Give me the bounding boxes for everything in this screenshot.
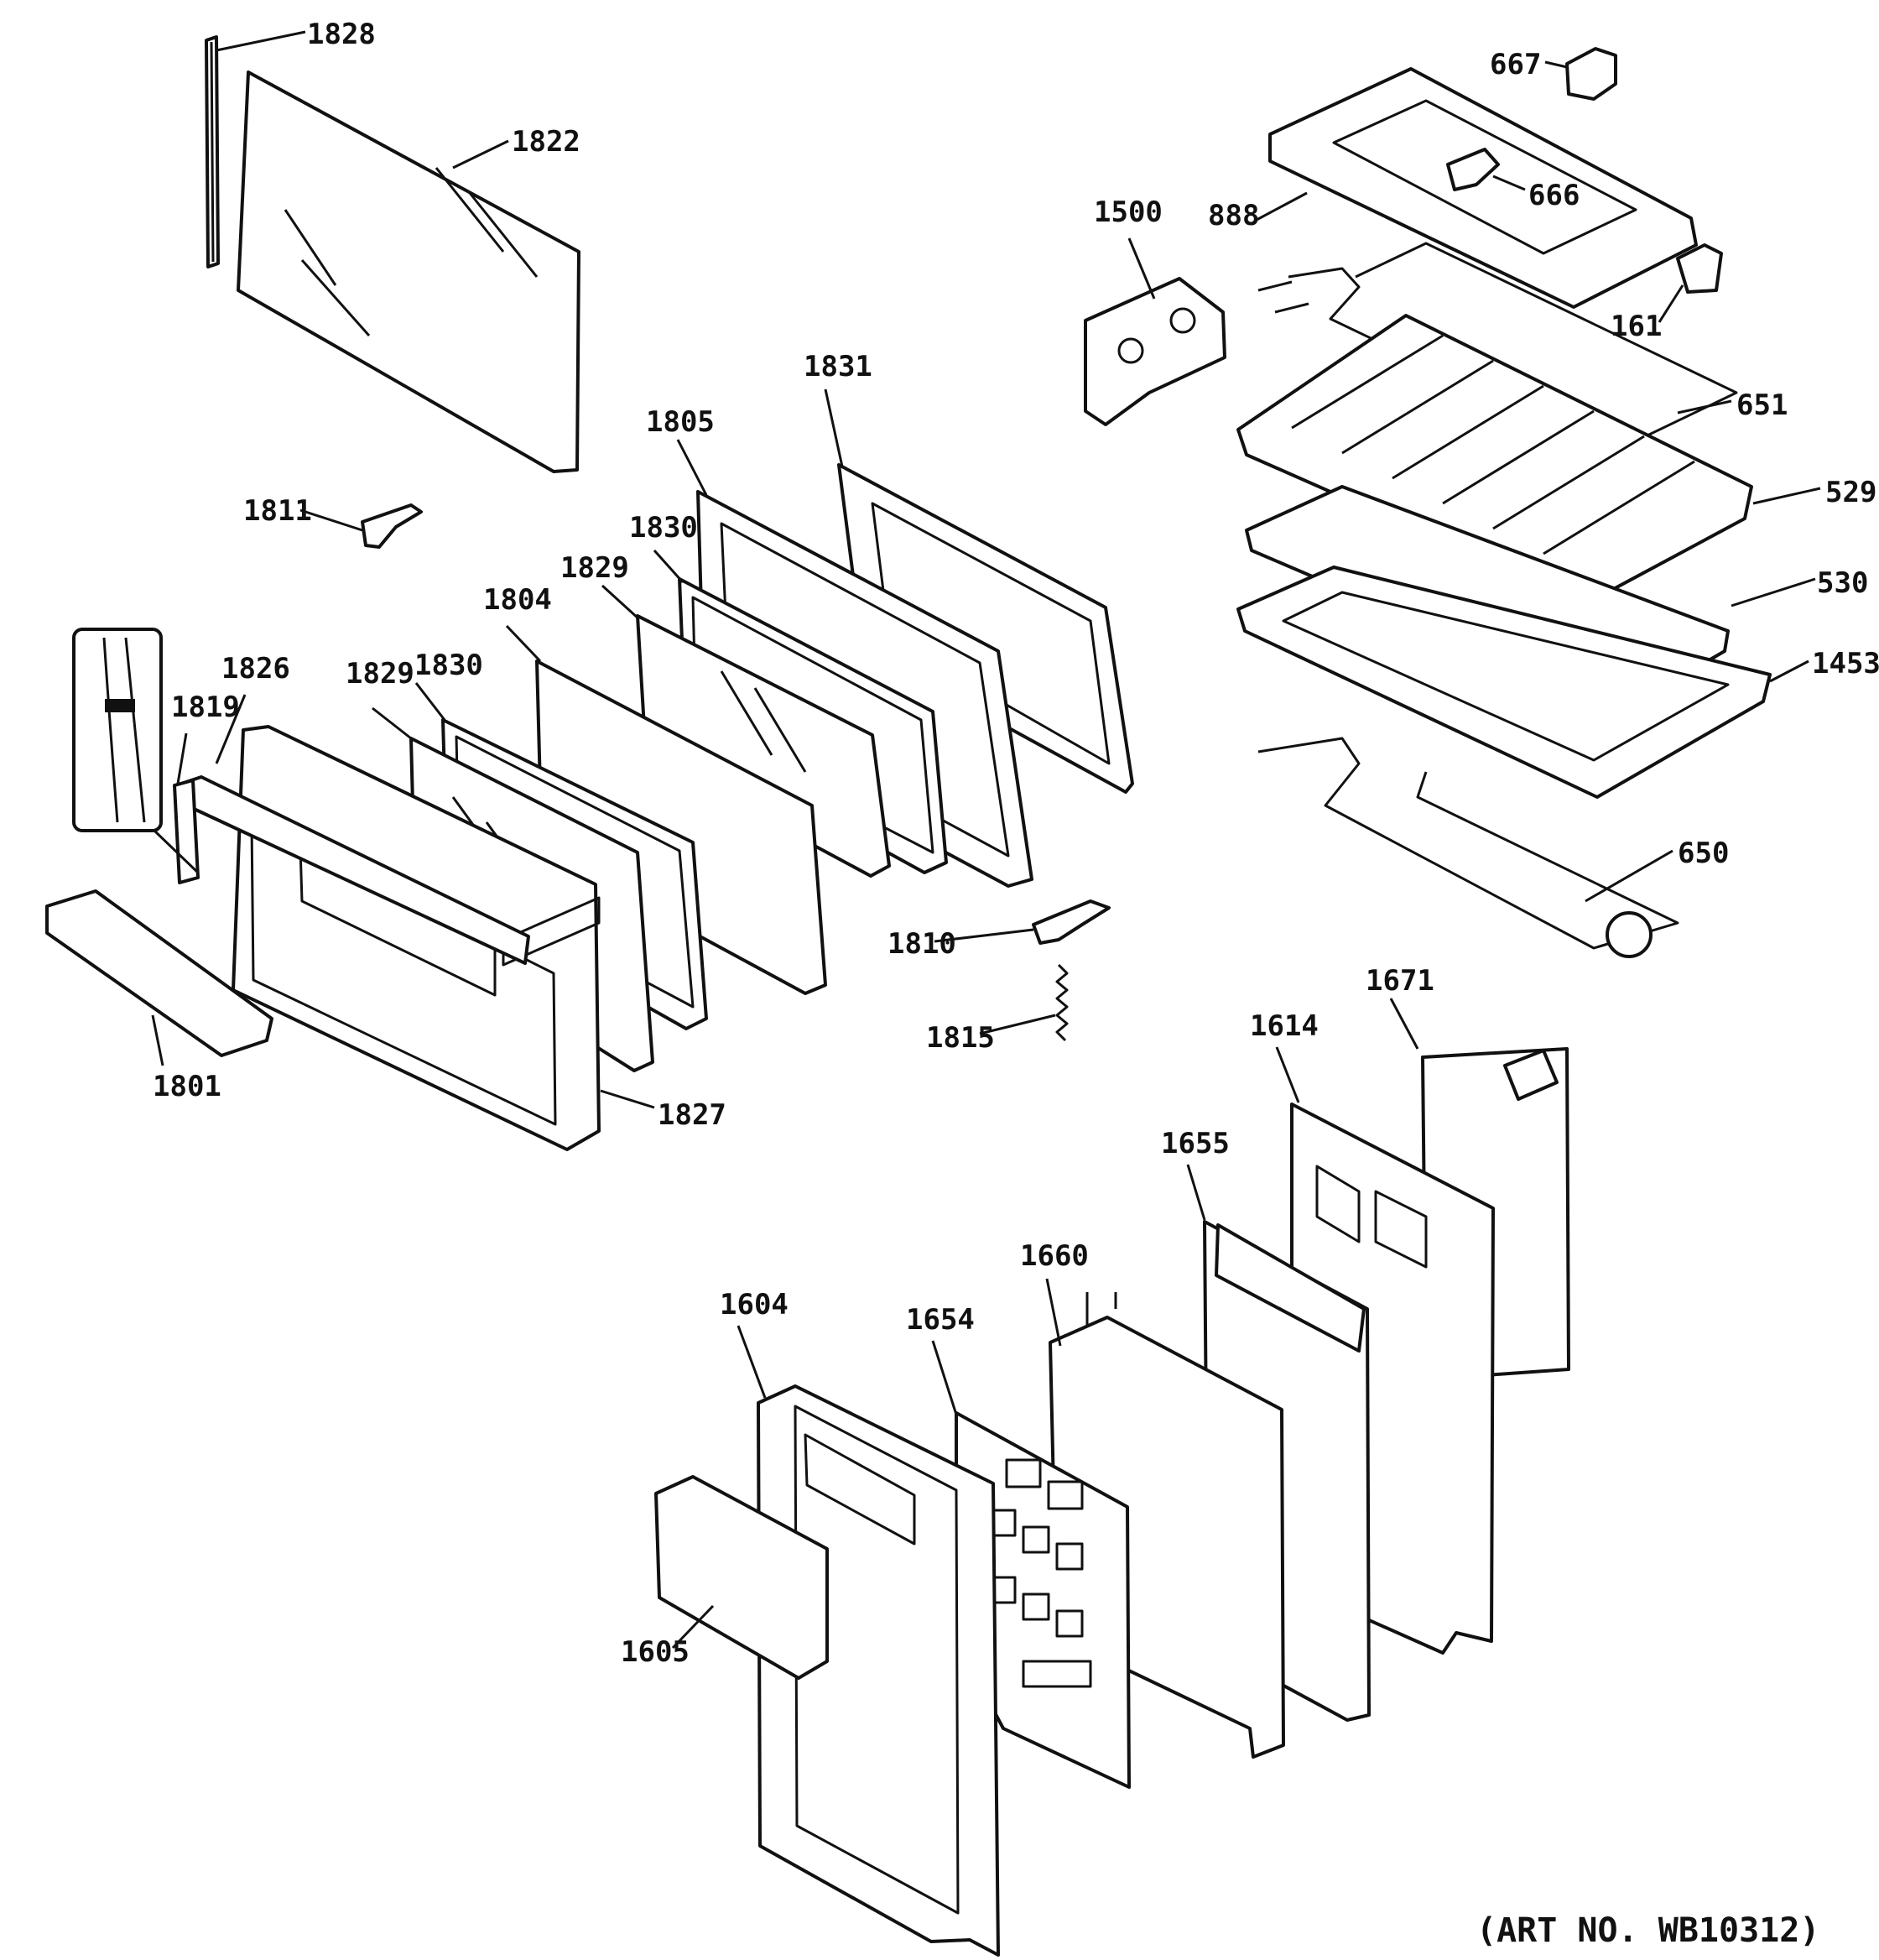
callout-1810: 1810 [887, 927, 956, 961]
callout-1671: 1671 [1366, 964, 1434, 998]
part-1810-door-latch [1032, 899, 1111, 945]
part-667-clip [1565, 47, 1617, 101]
callout-650: 650 [1678, 837, 1729, 870]
part-1811-hinge-bracket [361, 503, 423, 549]
part-161-clip [1676, 243, 1723, 294]
callout-651: 651 [1736, 388, 1788, 422]
callout-888: 888 [1208, 199, 1259, 232]
callout-1830-lower: 1830 [414, 649, 483, 682]
part-1828-trim-strip [205, 35, 220, 268]
callout-1830-upper: 1830 [629, 511, 698, 545]
part-1605-display-window [654, 1475, 829, 1680]
callout-1801: 1801 [153, 1070, 221, 1103]
callout-1815: 1815 [926, 1021, 995, 1055]
callout-666: 666 [1528, 179, 1580, 212]
part-1801-door-bottom-trim [45, 889, 273, 1057]
callout-1822: 1822 [512, 125, 580, 159]
callout-1604: 1604 [720, 1288, 789, 1321]
callout-1819: 1819 [171, 691, 240, 724]
callout-1831: 1831 [804, 350, 872, 383]
callout-1660: 1660 [1020, 1239, 1089, 1273]
part-1819-handle-end [173, 779, 200, 884]
part-666-bracket [1446, 148, 1500, 191]
callout-1829-upper: 1829 [560, 551, 629, 585]
callout-1500: 1500 [1094, 195, 1163, 229]
callout-1811: 1811 [243, 494, 312, 528]
callout-labels: 1828 1822 1811 1805 1831 1830 1829 1804 … [153, 18, 1879, 1669]
callout-161: 161 [1611, 310, 1662, 343]
callout-667: 667 [1490, 48, 1541, 81]
callout-1654: 1654 [906, 1303, 975, 1337]
callout-530: 530 [1817, 566, 1868, 600]
callout-1828: 1828 [307, 18, 376, 51]
callout-1804: 1804 [483, 583, 552, 617]
callout-1829-lower: 1829 [346, 657, 414, 691]
callout-1805: 1805 [646, 405, 715, 439]
art-number: (ART NO. WB10312) [1476, 1911, 1819, 1950]
part-1500-bracket-plate [1084, 277, 1226, 426]
leader-lines [151, 30, 1821, 1650]
part-650-bake-element [1257, 737, 1679, 958]
part-1815-latch-spring [1055, 963, 1069, 1042]
detail-inset-box [72, 628, 163, 832]
part-1453-broil-pan [1236, 566, 1772, 799]
callout-1453: 1453 [1812, 647, 1879, 680]
callout-1826: 1826 [221, 652, 290, 685]
callout-529: 529 [1825, 476, 1876, 509]
part-529-oven-rack [1236, 314, 1753, 606]
callout-1827: 1827 [658, 1098, 726, 1132]
part-888-top-frame [1268, 67, 1698, 309]
part-1604-control-panel-housing [757, 1384, 1000, 1957]
part-1822-door-glass [237, 70, 580, 473]
callout-1605: 1605 [621, 1635, 690, 1669]
callout-1655: 1655 [1161, 1127, 1230, 1160]
callout-1614: 1614 [1250, 1009, 1319, 1043]
